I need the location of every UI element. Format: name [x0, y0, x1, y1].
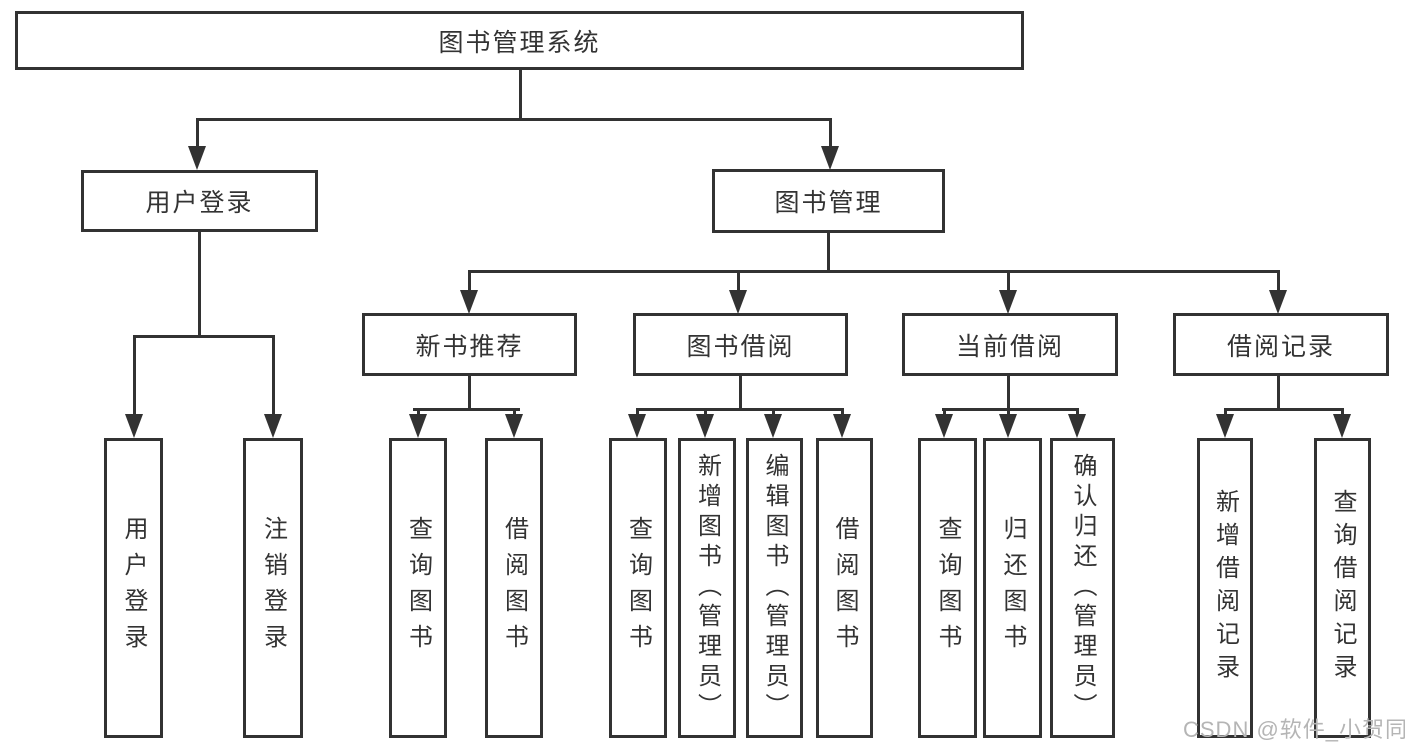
node-label: 编辑图书（管理员） — [761, 453, 788, 723]
node-label: 归还图书 — [999, 516, 1026, 660]
node-label: 当前借阅 — [955, 332, 1064, 361]
connector-new-book-rail — [413, 408, 520, 411]
node-label: 用户登录 — [120, 516, 147, 660]
connector-level2-rail — [196, 118, 832, 121]
node-current-borrow: 当前借阅 — [902, 313, 1118, 376]
node-label: 查询借阅记录 — [1329, 489, 1356, 687]
arrowhead-book-borrow — [729, 290, 747, 314]
arrowhead-borrow-record — [1269, 290, 1287, 314]
node-label: 图书管理 — [774, 189, 883, 217]
arrowhead-current-borrow — [999, 290, 1017, 314]
leaf-cb-query-book: 查询图书 — [918, 438, 977, 738]
node-label: 注销登录 — [259, 516, 287, 660]
arrowhead-nb-borrow — [505, 414, 523, 438]
node-label: 图书借阅 — [686, 332, 795, 361]
arrowhead-bb-query — [628, 414, 646, 438]
leaf-br-query-record: 查询借阅记录 — [1314, 438, 1371, 738]
connector-to-leaf-logout — [272, 335, 275, 420]
node-label: 图书管理系统 — [438, 28, 601, 57]
arrowhead-book-management — [821, 146, 839, 170]
arrowhead-new-book — [460, 290, 478, 314]
node-label: 新增借阅记录 — [1211, 489, 1239, 687]
connector-to-user-login — [196, 118, 199, 148]
node-label: 借阅记录 — [1226, 332, 1335, 361]
arrowhead-cb-query — [935, 414, 953, 438]
connector-to-borrow-record — [1277, 270, 1280, 292]
arrowhead-nb-query — [409, 414, 427, 438]
connector-to-book-borrow — [737, 270, 740, 292]
node-label: 查询图书 — [934, 516, 961, 660]
connector-root-stem — [519, 70, 522, 120]
connector-to-book-management — [829, 118, 832, 148]
connector-borrow-record-rail — [1224, 408, 1344, 411]
node-book-borrow: 图书借阅 — [633, 313, 848, 376]
connector-borrow-record-stem — [1277, 376, 1280, 411]
node-new-book-recommend: 新书推荐 — [362, 313, 577, 376]
leaf-user-login: 用户登录 — [104, 438, 163, 738]
arrowhead-cb-confirm — [1068, 414, 1086, 438]
connector-level3-rail — [468, 270, 1280, 273]
node-library-management-system: 图书管理系统 — [15, 11, 1024, 70]
node-book-management: 图书管理 — [712, 169, 945, 233]
connector-book-borrow-rail — [636, 408, 844, 411]
connector-new-book-stem — [468, 376, 471, 411]
leaf-bb-edit-book-admin: 编辑图书（管理员） — [746, 438, 803, 738]
arrowhead-bb-borrow — [833, 414, 851, 438]
arrowhead-bb-add — [696, 414, 714, 438]
leaf-bb-add-book-admin: 新增图书（管理员） — [678, 438, 736, 738]
connector-to-leaf-user-login — [133, 335, 136, 420]
leaf-bb-borrow-book: 借阅图书 — [816, 438, 873, 738]
node-label: 确认归还（管理员） — [1069, 453, 1096, 723]
leaf-cb-return-book: 归还图书 — [983, 438, 1042, 738]
node-label: 借阅图书 — [500, 516, 528, 660]
arrowhead-bb-edit — [764, 414, 782, 438]
connector-current-borrow-stem — [1007, 376, 1010, 411]
leaf-logout: 注销登录 — [243, 438, 303, 738]
arrowhead-br-add — [1216, 414, 1234, 438]
arrowhead-user-login — [188, 146, 206, 170]
arrowhead-cb-return — [999, 414, 1017, 438]
leaf-bb-query-book: 查询图书 — [609, 438, 667, 738]
arrowhead-br-query — [1333, 414, 1351, 438]
connector-book-management-stem — [827, 233, 830, 271]
connector-book-borrow-stem — [739, 376, 742, 411]
connector-to-new-book — [468, 270, 471, 292]
connector-user-login-stem — [198, 232, 201, 337]
node-borrow-record: 借阅记录 — [1173, 313, 1389, 376]
connector-to-current-borrow — [1007, 270, 1010, 292]
arrowhead-leaf-logout — [264, 414, 282, 438]
leaf-br-add-record: 新增借阅记录 — [1197, 438, 1253, 738]
arrowhead-leaf-user-login — [125, 414, 143, 438]
node-label: 用户登录 — [145, 189, 254, 217]
node-label: 查询图书 — [404, 516, 432, 660]
node-label: 新增图书（管理员） — [693, 453, 721, 723]
leaf-nb-borrow-book: 借阅图书 — [485, 438, 543, 738]
node-label: 借阅图书 — [831, 516, 858, 660]
node-label: 新书推荐 — [415, 332, 524, 361]
node-label: 查询图书 — [624, 516, 652, 660]
connector-current-borrow-rail — [942, 408, 1079, 411]
leaf-cb-confirm-return-admin: 确认归还（管理员） — [1050, 438, 1115, 738]
connector-user-login-rail — [133, 335, 275, 338]
leaf-nb-query-book: 查询图书 — [389, 438, 447, 738]
node-user-login: 用户登录 — [81, 170, 318, 232]
watermark: CSDN @软件_小贺同学 — [1183, 717, 1405, 742]
